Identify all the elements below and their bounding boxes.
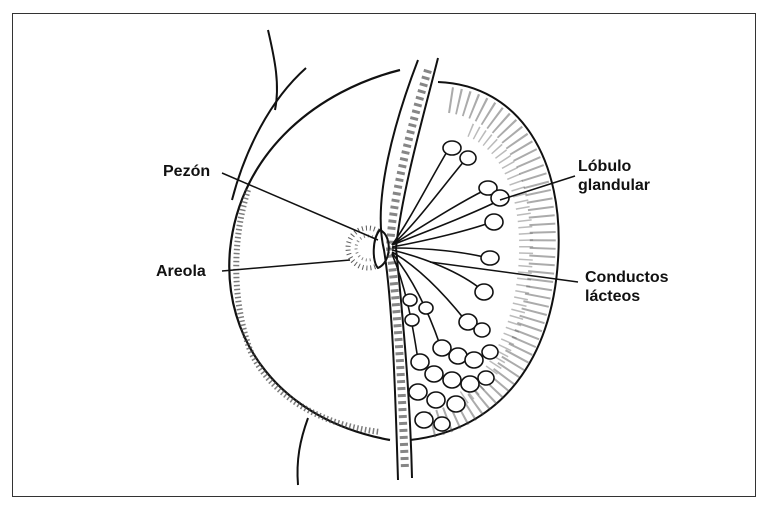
label-nipple: Pezón <box>163 162 210 181</box>
body-contour-upper <box>268 30 277 110</box>
label-nipple-text: Pezón <box>163 162 210 181</box>
leader-line-lobule <box>500 176 575 200</box>
label-lobule-line2: glandular <box>578 176 650 195</box>
body-contour-shoulder <box>232 68 306 200</box>
label-ducts-line1: Conductos <box>585 268 669 287</box>
label-ducts: Conductos lácteos <box>585 268 669 306</box>
body-contour-lower <box>297 418 308 485</box>
label-areola: Areola <box>156 262 206 281</box>
label-areola-text: Areola <box>156 262 206 281</box>
leader-line-areola <box>222 260 350 271</box>
label-ducts-line2: lácteos <box>585 287 669 306</box>
breast-shading <box>236 190 380 432</box>
label-lobule-line1: Lóbulo <box>578 157 650 176</box>
label-lobule: Lóbulo glandular <box>578 157 650 195</box>
